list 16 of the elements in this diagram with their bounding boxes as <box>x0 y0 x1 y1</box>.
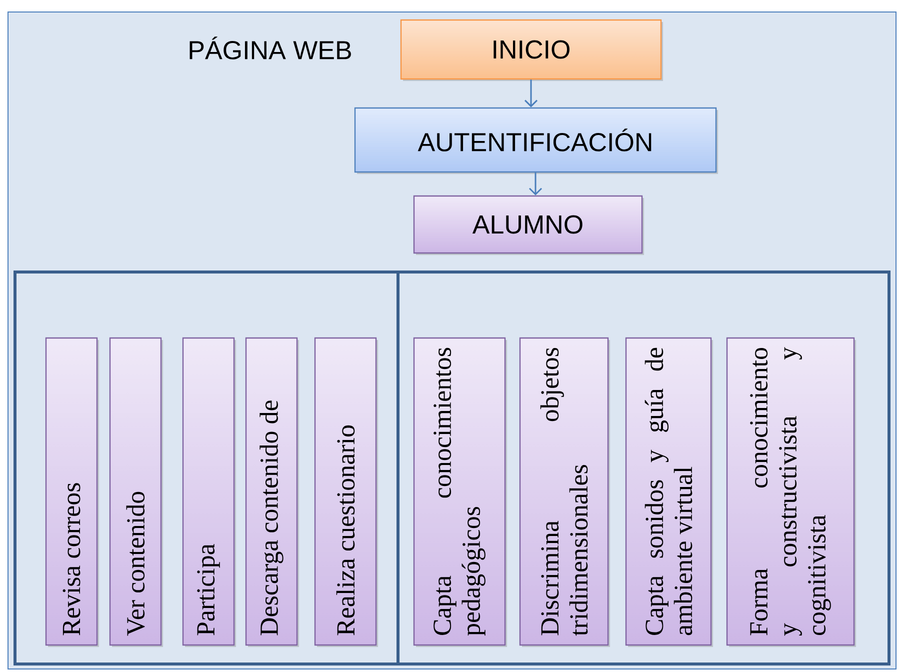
activity-box: Revisa correos <box>45 337 99 647</box>
group-panel <box>14 270 400 666</box>
process-box: INICIO <box>400 19 663 81</box>
arrow <box>524 80 538 108</box>
activity-box: Capta sonidos y guía de ambiente virtual <box>625 337 713 647</box>
activity-box: Capta conocimientos pedagógicos <box>413 337 507 647</box>
activity-box: Participa <box>182 337 236 647</box>
process-box: ALUMNO <box>413 195 644 255</box>
process-box: AUTENTIFICACIÓN <box>354 107 718 174</box>
activity-box: Ver contenido <box>109 337 163 647</box>
activity-box: Forma conocimiento y constructivista y cognitivista <box>726 337 856 647</box>
arrow <box>528 172 542 196</box>
activity-box: Realiza cuestionario <box>314 337 378 647</box>
activity-box: Descarga contenido de <box>245 337 299 647</box>
group-panel <box>396 270 891 666</box>
activity-box: Discrimina objetos tridimensionales <box>519 337 610 647</box>
